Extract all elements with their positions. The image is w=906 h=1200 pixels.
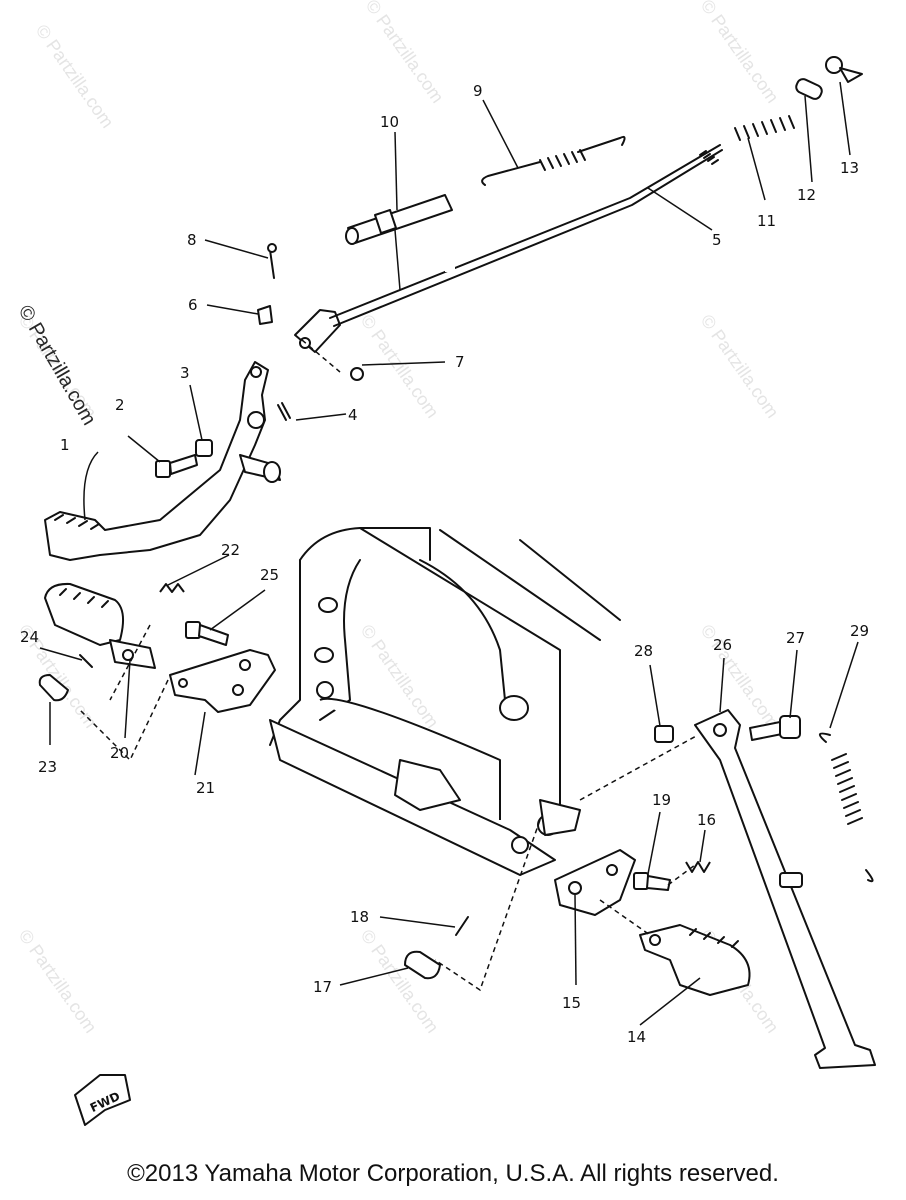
callout-25: 25	[260, 566, 279, 584]
callout-19: 19	[652, 791, 671, 809]
callouts: 1 2 3 4 5 6 7 8 9 10 11 12 13 14 15 16 1…	[20, 82, 869, 1046]
pedal-shaft	[239, 454, 281, 483]
callout-15: 15	[562, 994, 581, 1012]
spring-29	[819, 732, 874, 883]
cotter-24	[79, 654, 93, 668]
pin-17	[404, 950, 441, 980]
watermark: © Partzilla.com	[357, 926, 443, 1037]
nut-3	[195, 439, 213, 457]
side-watermark: © Partzilla.com	[14, 302, 100, 430]
watermark: © Partzilla.com	[362, 0, 448, 107]
bolt-27	[749, 715, 801, 741]
callout-20: 20	[110, 744, 129, 762]
callout-28: 28	[634, 642, 653, 660]
callout-1: 1	[60, 436, 70, 454]
watermark: © Partzilla.com	[697, 311, 783, 422]
callout-12: 12	[797, 186, 816, 204]
spring-11	[734, 115, 795, 141]
rod-link	[257, 243, 341, 353]
nut-28	[654, 725, 674, 743]
callout-2: 2	[115, 396, 125, 414]
sidestand-26	[694, 709, 876, 1069]
callout-7: 7	[455, 353, 465, 371]
footrest-bracket-15	[554, 849, 636, 916]
callout-14: 14	[627, 1028, 646, 1046]
spring-16	[685, 861, 711, 873]
watermark: © Partzilla.com	[697, 0, 783, 107]
callout-17: 17	[313, 978, 332, 996]
parts-diagram: © Partzilla.com © Partzilla.com © Partzi…	[14, 0, 876, 1126]
bolt-2	[155, 454, 198, 478]
bolt-19	[633, 872, 671, 891]
callout-23: 23	[38, 758, 57, 776]
callout-10: 10	[380, 113, 399, 131]
callout-13: 13	[840, 159, 859, 177]
callout-6: 6	[188, 296, 198, 314]
washer-7	[350, 367, 364, 381]
cotter-pin-4	[277, 402, 291, 421]
callout-21: 21	[196, 779, 215, 797]
callout-26: 26	[713, 636, 732, 654]
callout-4: 4	[348, 406, 358, 424]
copyright-notice: ©2013 Yamaha Motor Corporation, U.S.A. A…	[127, 1160, 779, 1187]
callout-8: 8	[187, 231, 197, 249]
callout-24: 24	[20, 628, 39, 646]
callout-9: 9	[473, 82, 483, 100]
fwd-arrow-icon: FWD	[74, 1074, 131, 1126]
watermark: © Partzilla.com	[357, 311, 443, 422]
bolt-25	[185, 621, 229, 646]
callout-27: 27	[786, 629, 805, 647]
callout-22: 22	[221, 541, 240, 559]
watermark: © Partzilla.com	[15, 926, 101, 1037]
cotter-18	[455, 916, 469, 936]
brake-rod-5	[329, 144, 723, 327]
wing-nut-13	[825, 56, 863, 83]
pin-12	[795, 78, 823, 100]
callout-11: 11	[757, 212, 776, 230]
callout-18: 18	[350, 908, 369, 926]
pivot-shaft-10	[345, 194, 453, 245]
brake-pedal	[44, 361, 269, 561]
spring-9	[481, 135, 626, 186]
footpeg-14	[639, 924, 751, 996]
callout-3: 3	[180, 364, 190, 382]
callout-16: 16	[697, 811, 716, 829]
leader-lines	[39, 81, 859, 1026]
watermark: © Partzilla.com	[32, 21, 118, 132]
callout-29: 29	[850, 622, 869, 640]
callout-5: 5	[712, 231, 722, 249]
watermark: © Partzilla.com	[697, 621, 783, 732]
spring-22	[159, 583, 185, 593]
frame	[269, 527, 621, 876]
bracket-21	[169, 649, 276, 713]
pin-23	[38, 674, 69, 702]
footrest-left	[44, 582, 156, 669]
